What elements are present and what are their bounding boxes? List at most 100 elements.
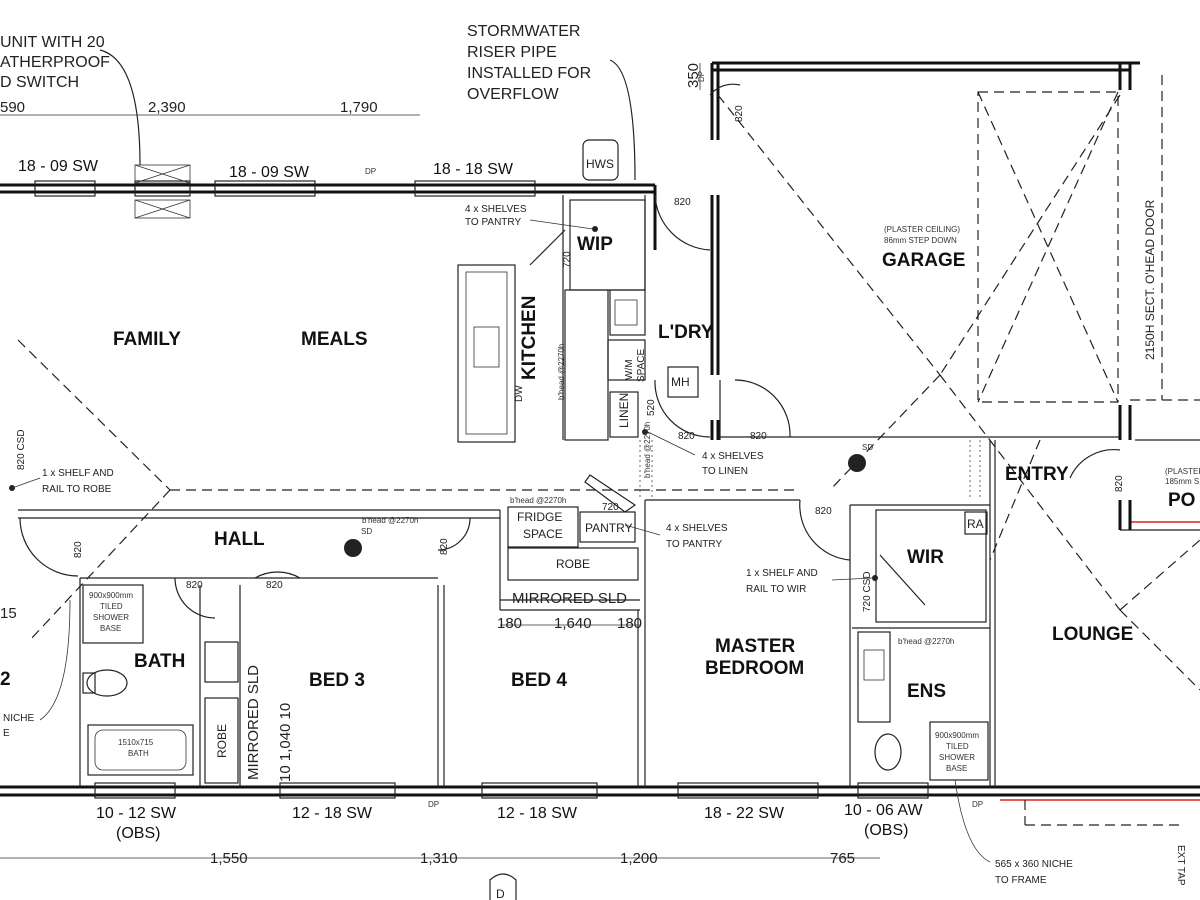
note-left-csd: 820 CSD: [16, 429, 27, 470]
dim-820-c: 820: [678, 431, 695, 442]
note-plaster-right: (PLASTER: [1165, 467, 1200, 476]
fixture-wm-1: W/M: [624, 359, 635, 380]
fixture-robe-h: ROBE: [556, 557, 590, 571]
room-bed4: BED 4: [511, 670, 567, 691]
fixture-dw: DW: [514, 385, 525, 402]
room-entry: ENTRY: [1005, 464, 1069, 485]
fixture-robe-v: ROBE: [215, 724, 229, 758]
note-garage-door: 2150H SECT. O'HEAD DOOR: [1143, 199, 1157, 360]
fixture-hws: HWS: [586, 157, 614, 171]
fixture-pantry: PANTRY: [585, 521, 633, 535]
room-meals: MEALS: [301, 329, 368, 350]
note-ext-tap: EXT TAP: [1175, 845, 1186, 886]
fixture-bath-size: 1510x715: [118, 738, 154, 747]
note-niche-left-1: NICHE: [3, 713, 34, 724]
dim-820-i: 820: [266, 580, 283, 591]
dim-820-e: 820: [815, 506, 832, 517]
dim-820-g: 820: [439, 538, 450, 555]
window-w3: 18 - 18 SW: [433, 161, 514, 178]
fixture-sd-2: SD: [862, 443, 873, 452]
fixture-bhead-4: b'head @2270h: [557, 344, 566, 400]
note-wir-csd: 720 CSD: [862, 571, 873, 612]
note-niche-right-1: 565 x 360 NICHE: [995, 859, 1073, 870]
dim-180-a: 180: [497, 615, 522, 632]
dimensions: 590 2,390 1,790 350 820 820 820 820 820 …: [0, 63, 1125, 867]
room-garage: GARAGE: [882, 250, 965, 271]
note-storm-1: STORMWATER: [467, 23, 580, 40]
window-w8: 10 - 06 AW: [844, 802, 923, 819]
room-labels: FAMILY MEALS KITCHEN WIP L'DRY GARAGE HA…: [0, 234, 1195, 702]
fixture-bath-word: BATH: [128, 749, 149, 758]
dim-820-j: 820: [1114, 475, 1125, 492]
note-mirrored-sld-vertical: MIRRORED SLD: [245, 665, 262, 780]
note-niche-right-2: TO FRAME: [995, 875, 1047, 886]
dim-720-b: 720: [602, 502, 619, 513]
fixture-shower-ens-3: SHOWER: [939, 753, 975, 762]
note-wir-1: 1 x SHELF AND: [746, 568, 818, 579]
room-laundry: L'DRY: [658, 322, 714, 343]
note-pantry-top-1: 4 x SHELVES: [465, 204, 527, 215]
window-w7: 18 - 22 SW: [704, 805, 785, 822]
window-frames: [34, 164, 929, 799]
dim-1550: 1,550: [210, 850, 248, 867]
room-po: PO: [1168, 490, 1195, 511]
fixture-labels: HWS MH FRIDGE SPACE PANTRY ROBE ROBE LIN…: [89, 71, 984, 900]
fixture-north: D: [496, 887, 505, 900]
note-step-down: 86mm STEP DOWN: [884, 236, 957, 245]
room-hall: HALL: [214, 529, 265, 550]
room-wip: WIP: [577, 234, 613, 255]
room-ens: ENS: [907, 681, 946, 702]
ceiling-lines: [17, 75, 1200, 826]
room-family: FAMILY: [113, 329, 181, 350]
note-pantry-top-2: TO PANTRY: [465, 217, 521, 228]
note-unit-2: ATHERPROOF: [0, 54, 110, 71]
note-storm-2: RISER PIPE: [467, 44, 557, 61]
window-w5: 12 - 18 SW: [292, 805, 373, 822]
fixture-sd-1: SD: [361, 527, 372, 536]
dim-2390: 2,390: [148, 99, 186, 116]
room-master-1: MASTER: [715, 636, 796, 657]
window-w2: 18 - 09 SW: [229, 164, 310, 181]
dim-765: 765: [830, 850, 855, 867]
leaders: [11, 49, 991, 863]
fixture-dp-3: DP: [972, 800, 983, 809]
note-linen-1: 4 x SHELVES: [702, 451, 764, 462]
room-master-2: BEDROOM: [705, 658, 804, 679]
dim-820-d: 820: [750, 431, 767, 442]
note-robe-2: RAIL TO ROBE: [42, 484, 112, 495]
note-linen-2: TO LINEN: [702, 466, 748, 477]
fixture-shower-2: TILED: [100, 602, 123, 611]
fixture-fridge: FRIDGE: [517, 510, 562, 524]
dim-1640: 1,640: [554, 615, 592, 632]
fixture-shower-ens-1: 900x900mm: [935, 731, 979, 740]
window-w6: 12 - 18 SW: [497, 805, 578, 822]
fixture-shower-4: BASE: [100, 624, 121, 633]
room-bed3: BED 3: [309, 670, 365, 691]
dim-520: 520: [646, 399, 657, 416]
fixture-wm-2: SPACE: [636, 349, 647, 382]
note-robe-1: 1 x SHELF AND: [42, 468, 114, 479]
dim-180-b: 180: [617, 615, 642, 632]
fixture-shower-3: SHOWER: [93, 613, 129, 622]
fixture-dp-4: DP: [697, 71, 706, 82]
note-unit-3: D SWITCH: [0, 74, 79, 91]
fixture-dp-2: DP: [428, 800, 439, 809]
room-kitchen: KITCHEN: [519, 296, 540, 380]
dim-1040: 10 1,040 10: [277, 703, 294, 782]
fixture-shower-ens-2: TILED: [946, 742, 969, 751]
fixture-space: SPACE: [523, 527, 563, 541]
fixture-mh: MH: [671, 375, 690, 389]
window-labels: 18 - 09 SW 18 - 09 SW 18 - 18 SW 10 - 12…: [18, 158, 923, 842]
dim-1310: 1,310: [420, 850, 458, 867]
dim-820-a: 820: [734, 105, 745, 122]
room-wir: WIR: [907, 547, 944, 568]
room-left-partial: 2: [0, 669, 11, 690]
fixture-bhead-3: b'head @2270h: [898, 637, 954, 646]
dim-350: 350: [685, 63, 702, 88]
fixture-shower-ens-4: BASE: [946, 764, 967, 773]
note-storm-4: OVERFLOW: [467, 86, 559, 103]
note-mirrored-sld: MIRRORED SLD: [512, 590, 627, 607]
dim-590: 590: [0, 99, 25, 116]
note-wir-2: RAIL TO WIR: [746, 584, 806, 595]
fixture-linen: LINEN: [617, 393, 631, 428]
